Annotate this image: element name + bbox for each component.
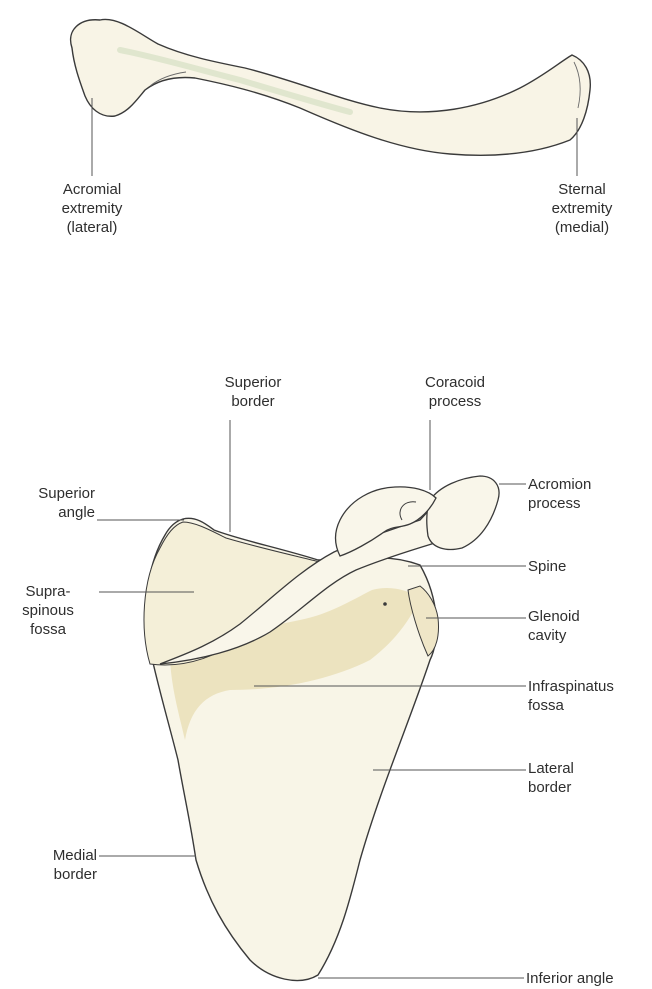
label-supraspinous-fossa: Supra- spinous fossa [0,582,96,639]
scapula-bone [144,476,499,980]
clavicle-bone [71,19,591,155]
label-coracoid-process: Coracoid process [400,373,510,411]
label-sternal-extremity: Sternal extremity (medial) [532,180,632,237]
label-glenoid-cavity: Glenoid cavity [528,607,638,645]
label-superior-angle: Superior angle [0,484,95,522]
label-superior-border: Superior border [198,373,308,411]
label-acromial-extremity: Acromial extremity (lateral) [42,180,142,237]
label-inferior-angle: Inferior angle [526,969,650,988]
glenoid-dot [383,602,387,606]
label-acromion-process: Acromion process [528,475,648,513]
label-medial-border: Medial border [0,846,97,884]
label-infraspinatus-fossa: Infraspinatus fossa [528,677,650,715]
clavicle-outline [71,19,591,155]
label-lateral-border: Lateral border [528,759,638,797]
label-spine: Spine [528,557,638,576]
acromion-shape [427,476,499,550]
